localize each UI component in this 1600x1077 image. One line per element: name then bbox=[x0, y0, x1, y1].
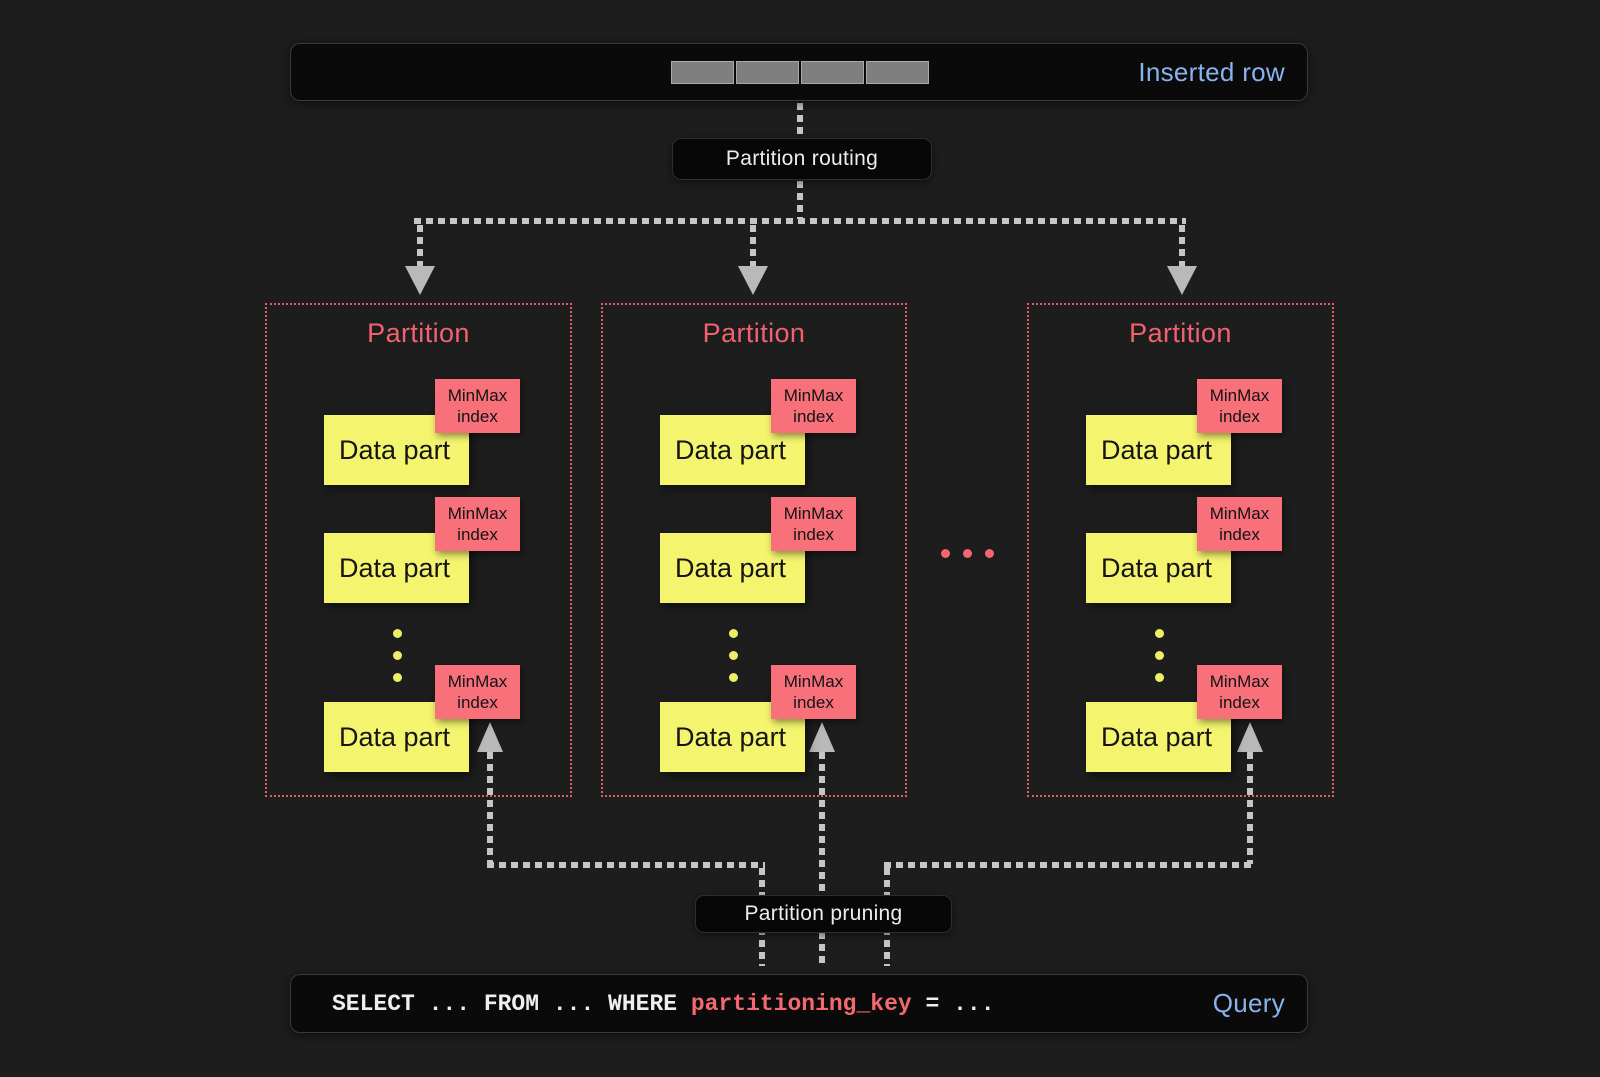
row-cell bbox=[671, 61, 734, 84]
arrow-down-icon bbox=[405, 266, 435, 295]
minmax-index-tag: MinMax index bbox=[1197, 665, 1282, 719]
query-box: SELECT ... FROM ... WHERE partitioning_k… bbox=[290, 974, 1308, 1033]
query-text-prefix: SELECT ... FROM ... WHERE bbox=[332, 990, 691, 1017]
minmax-index-tag: MinMax index bbox=[771, 379, 856, 433]
query-label: Query bbox=[1212, 988, 1285, 1018]
routing-branch-line bbox=[414, 218, 1186, 224]
more-parts-dots-icon bbox=[1155, 629, 1164, 682]
minmax-index-tag: MinMax index bbox=[435, 379, 520, 433]
more-parts-dots-icon bbox=[729, 629, 738, 682]
partitions-ellipsis-icon bbox=[941, 549, 994, 558]
routing-branch-line bbox=[417, 225, 423, 268]
data-part-box: Data part bbox=[1086, 415, 1231, 485]
arrow-up-icon bbox=[477, 722, 503, 752]
partition-title: Partition bbox=[1129, 318, 1232, 348]
partition-box: Partition MinMax index Data part MinMax … bbox=[601, 303, 907, 797]
inserted-row-cells bbox=[671, 61, 929, 84]
partition-title: Partition bbox=[702, 318, 806, 348]
partition-pruning-label: Partition pruning bbox=[695, 895, 952, 933]
arrow-down-icon bbox=[1167, 266, 1197, 295]
arrow-up-icon bbox=[1237, 722, 1263, 752]
query-code: SELECT ... FROM ... WHERE partitioning_k… bbox=[332, 975, 995, 1032]
minmax-index-tag: MinMax index bbox=[1197, 379, 1282, 433]
arrow-down-icon bbox=[738, 266, 768, 295]
minmax-index-tag: MinMax index bbox=[771, 497, 856, 551]
pruning-branch-line bbox=[487, 752, 493, 864]
more-parts-dots-icon bbox=[393, 629, 402, 682]
data-part-box: Data part bbox=[1086, 702, 1231, 772]
routing-connector-line bbox=[797, 181, 803, 219]
minmax-index-tag: MinMax index bbox=[435, 497, 520, 551]
partition-routing-label: Partition routing bbox=[672, 138, 932, 180]
routing-branch-line bbox=[1179, 225, 1185, 268]
row-cell bbox=[801, 61, 864, 84]
query-partitioning-key: partitioning_key bbox=[690, 990, 912, 1017]
query-text-suffix: = ... bbox=[911, 990, 995, 1017]
arrow-up-icon bbox=[809, 722, 835, 752]
inserted-row-box: Inserted row bbox=[290, 43, 1308, 101]
minmax-index-tag: MinMax index bbox=[1197, 497, 1282, 551]
pruning-branch-line bbox=[487, 862, 765, 868]
minmax-index-tag: MinMax index bbox=[771, 665, 856, 719]
pruning-branch-line bbox=[1247, 752, 1253, 864]
routing-connector-line bbox=[797, 103, 803, 137]
partition-box: Partition MinMax index Data part MinMax … bbox=[1027, 303, 1334, 797]
pruning-connector-line bbox=[819, 752, 825, 966]
inserted-row-label: Inserted row bbox=[1138, 56, 1285, 87]
pruning-branch-line bbox=[884, 862, 1253, 868]
minmax-index-tag: MinMax index bbox=[435, 665, 520, 719]
partition-title: Partition bbox=[367, 318, 470, 348]
routing-branch-line bbox=[750, 225, 756, 268]
partition-box: Partition MinMax index Data part MinMax … bbox=[265, 303, 572, 797]
row-cell bbox=[736, 61, 799, 84]
row-cell bbox=[866, 61, 929, 84]
